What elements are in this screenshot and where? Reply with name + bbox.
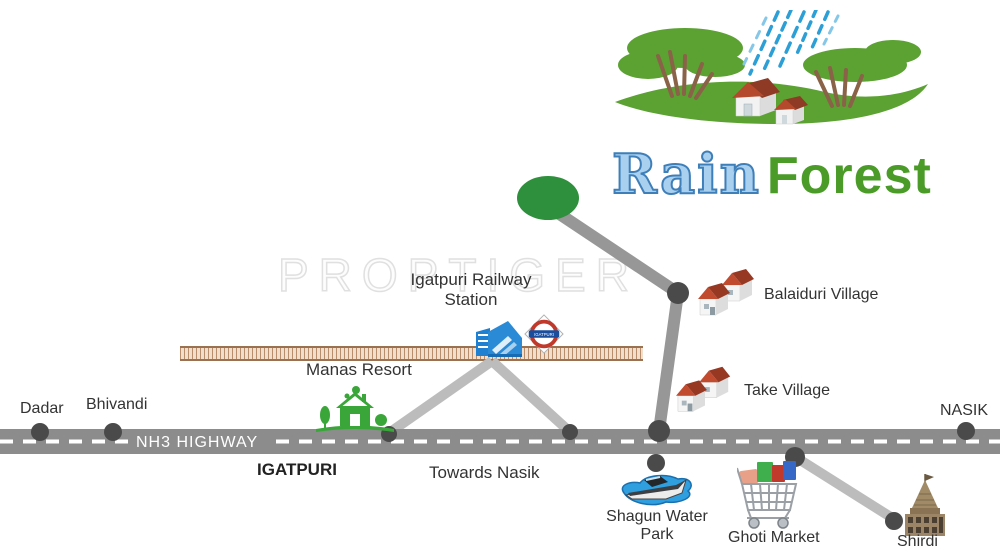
- rain-drops-light: [742, 14, 840, 66]
- label-manas-resort: Manas Resort: [306, 360, 412, 379]
- manas-resort-icon: [316, 386, 394, 432]
- marker-dot-balaiduri-junction: [667, 282, 689, 304]
- marker-dot-bhivandi: [104, 423, 122, 441]
- railway-line: [180, 346, 643, 361]
- tree-trunks-right: [814, 66, 864, 108]
- label-ghoti-market: Ghoti Market: [728, 529, 820, 546]
- highway-name-label: NH3 HIGHWAY: [128, 433, 267, 453]
- marker-dot-shirdi: [885, 512, 903, 530]
- label-nasik: NASIK: [940, 402, 989, 419]
- tree-trunks-left: [656, 50, 714, 100]
- label-balaiduri-village: Balaiduri Village: [764, 286, 879, 303]
- market-cart-icon: [737, 461, 798, 529]
- site-marker-ellipse: [517, 176, 579, 220]
- label-take-village: Take Village: [744, 382, 830, 399]
- logo-word-forest: Forest: [766, 147, 932, 205]
- label-igatpuri-city: IGATPURI: [257, 460, 337, 479]
- label-dadar: Dadar: [20, 400, 64, 417]
- rain-drops: [748, 8, 830, 76]
- igatpuri-station-sign-icon: IGATPURI: [524, 314, 564, 354]
- road-shirdi-branch: [794, 453, 900, 526]
- rainforest-logo-illustration: [615, 8, 928, 125]
- water-park-boat-icon: [621, 474, 692, 506]
- train-station-icon: [476, 321, 522, 357]
- shirdi-temple-icon: [905, 474, 945, 536]
- road-station-to-nasik-side: [488, 357, 574, 436]
- label-bhivandi: Bhivandi: [86, 396, 148, 413]
- marker-dot-towards-nasik: [562, 424, 578, 440]
- label-shagun-water-park: Shagun Water Park: [606, 508, 708, 544]
- label-towards-nasik: Towards Nasik: [429, 463, 540, 482]
- label-shirdi: Shirdi: [897, 533, 938, 550]
- marker-dot-highway-junction: [648, 420, 670, 442]
- marker-dot-dadar: [31, 423, 49, 441]
- balaiduri-village-houses-icon: [698, 269, 754, 316]
- logo-house-small: [774, 96, 808, 125]
- marker-dot-shagun: [647, 454, 665, 472]
- logo-word-rain: Rain: [611, 141, 761, 207]
- road-station-to-igatpuri: [386, 356, 495, 438]
- station-sign-text: IGATPURI: [534, 332, 554, 337]
- road-site-access: [552, 207, 684, 437]
- marker-dot-nasik: [957, 422, 975, 440]
- watermark-text: PROPTIGER: [277, 248, 639, 302]
- take-village-houses-icon: [676, 366, 731, 412]
- logo-house-large: [732, 78, 780, 117]
- label-igatpuri-railway-station: Igatpuri Railway Station: [410, 270, 532, 309]
